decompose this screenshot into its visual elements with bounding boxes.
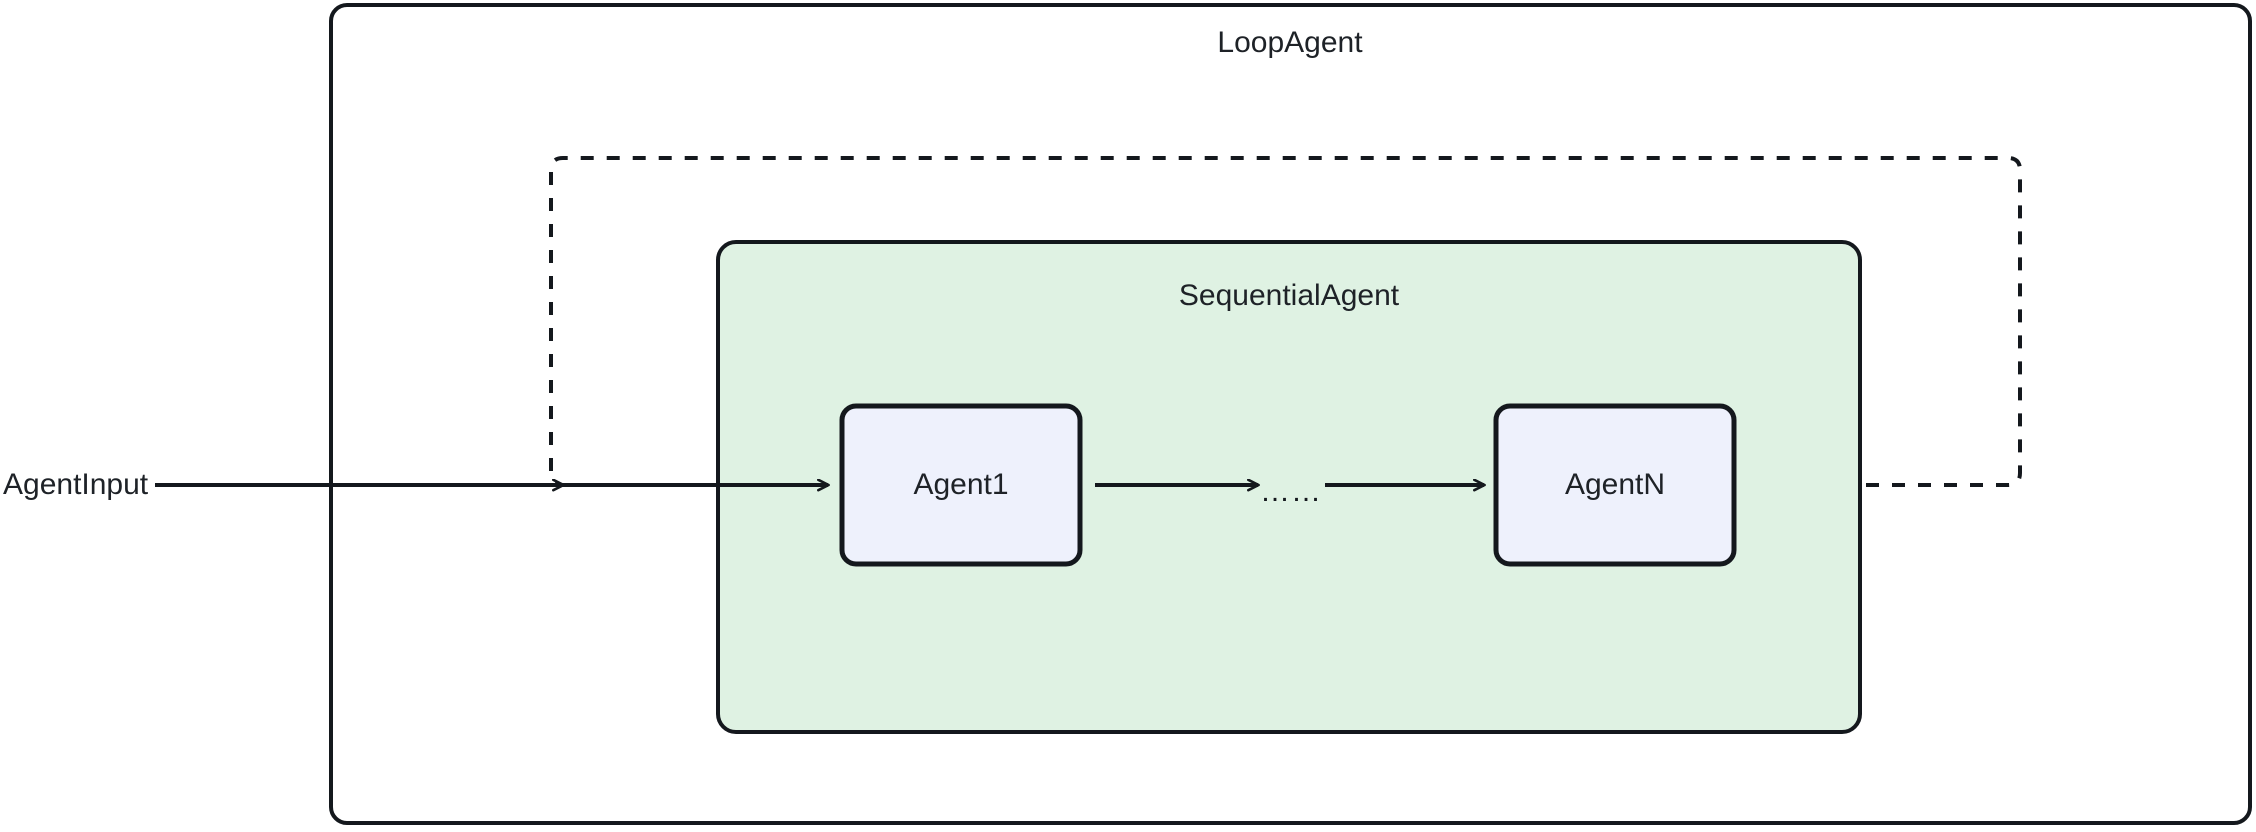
loop-agent-label: LoopAgent	[1217, 26, 1363, 59]
ellipsis-label: ……	[1260, 475, 1322, 508]
agent1-label: Agent1	[913, 468, 1008, 501]
agentn-node	[1493, 403, 1737, 567]
agent1-node	[839, 403, 1083, 567]
agentn-label: AgentN	[1565, 468, 1665, 501]
agent-input-label: AgentInput	[3, 468, 149, 501]
sequential-agent-label: SequentialAgent	[1179, 279, 1400, 312]
